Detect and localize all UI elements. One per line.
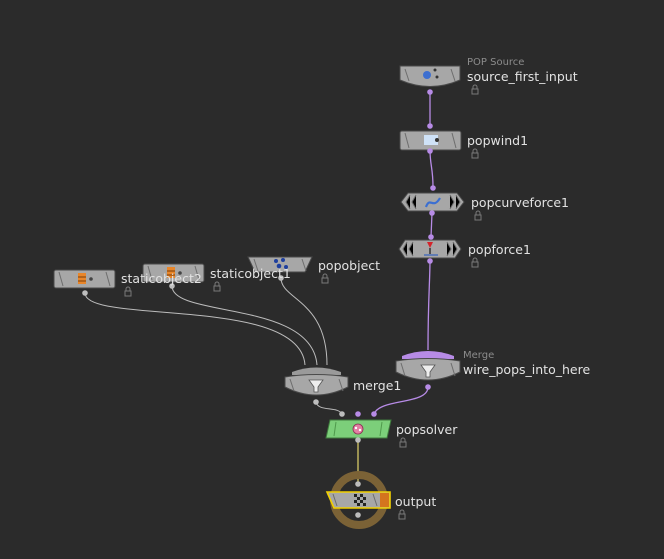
input-port[interactable]	[427, 123, 433, 129]
lock-icon	[471, 257, 479, 268]
output-port[interactable]	[355, 512, 361, 518]
output-port[interactable]	[82, 290, 88, 296]
lock-icon	[124, 286, 132, 297]
pop-source-icon	[423, 68, 439, 79]
pop-object-icon	[274, 258, 288, 269]
node-popforce1[interactable]: popforce1	[398, 234, 531, 268]
output-port[interactable]	[427, 148, 433, 154]
output-port[interactable]	[429, 210, 435, 216]
input-port-3[interactable]	[371, 411, 377, 417]
pop-solver-icon	[352, 423, 364, 435]
input-port[interactable]	[430, 185, 436, 191]
output-port[interactable]	[313, 399, 319, 405]
wire-merge1-to-popsolver[interactable]	[315, 401, 343, 415]
lock-icon	[399, 437, 407, 448]
node-type-label: POP Source	[467, 57, 524, 68]
node-name-label: output	[395, 494, 436, 509]
node-name-label: source_first_input	[467, 69, 578, 84]
lock-icon	[471, 84, 479, 95]
output-port[interactable]	[427, 258, 433, 264]
wire-staticobject1-to-merge1[interactable]	[171, 285, 318, 366]
node-name-label: popobject	[318, 258, 380, 273]
wire-popwind-to-popcurveforce[interactable]	[429, 149, 434, 188]
output-port[interactable]	[427, 89, 433, 95]
output-port[interactable]	[169, 283, 175, 289]
lock-icon	[471, 148, 479, 159]
curve-force-icon	[424, 197, 441, 208]
node-popcurveforce1[interactable]: popcurveforce1	[400, 185, 569, 221]
node-staticobject1[interactable]: staticobject1	[142, 263, 291, 292]
output-port[interactable]	[278, 275, 284, 281]
node-popsolver[interactable]: popsolver	[325, 411, 458, 448]
node-name-label: merge1	[353, 378, 401, 393]
input-port-2[interactable]	[355, 411, 361, 417]
lock-icon	[213, 281, 221, 292]
lock-icon	[398, 509, 406, 520]
wire-merge-to-popsolver[interactable]	[373, 386, 429, 415]
node-name-label: staticobject2	[121, 271, 202, 286]
node-merge1[interactable]: merge1	[284, 367, 401, 405]
node-name-label: popwind1	[467, 133, 528, 148]
output-checker-icon	[354, 494, 366, 506]
node-staticobject2[interactable]: staticobject2	[53, 269, 202, 297]
lock-icon	[321, 273, 329, 284]
node-popwind1[interactable]: popwind1	[399, 123, 528, 159]
output-port[interactable]	[355, 437, 361, 443]
node-name-label: staticobject1	[210, 266, 291, 281]
node-name-label: popforce1	[468, 242, 531, 257]
node-name-label: wire_pops_into_here	[463, 362, 590, 377]
static-object-icon	[167, 267, 182, 278]
wind-icon	[424, 135, 439, 145]
input-port[interactable]	[428, 234, 434, 240]
merge-funnel-icon	[308, 379, 324, 393]
lock-icon	[474, 210, 482, 221]
node-output[interactable]: output	[325, 471, 436, 529]
wire-staticobject2-to-merge1[interactable]	[84, 292, 306, 366]
display-flag[interactable]	[380, 493, 389, 507]
input-port-1[interactable]	[339, 411, 345, 417]
static-object-icon	[78, 273, 93, 284]
merge-funnel-icon	[420, 364, 436, 378]
wire-popforce-to-merge[interactable]	[427, 259, 431, 351]
node-type-label: Merge	[463, 350, 494, 361]
force-icon	[424, 242, 438, 256]
node-name-label: popsolver	[396, 422, 458, 437]
node-name-label: popcurveforce1	[471, 195, 569, 210]
node-popobject[interactable]: popobject	[247, 256, 380, 284]
wire-popcurveforce-to-popforce[interactable]	[430, 212, 433, 238]
node-source_first_input[interactable]: POP Source source_first_input	[399, 57, 578, 95]
input-port[interactable]	[355, 481, 361, 487]
wire-popobject-to-merge1[interactable]	[280, 277, 328, 366]
node-wire_pops_into_here[interactable]: Merge wire_pops_into_here	[395, 350, 590, 390]
output-port[interactable]	[425, 384, 431, 390]
